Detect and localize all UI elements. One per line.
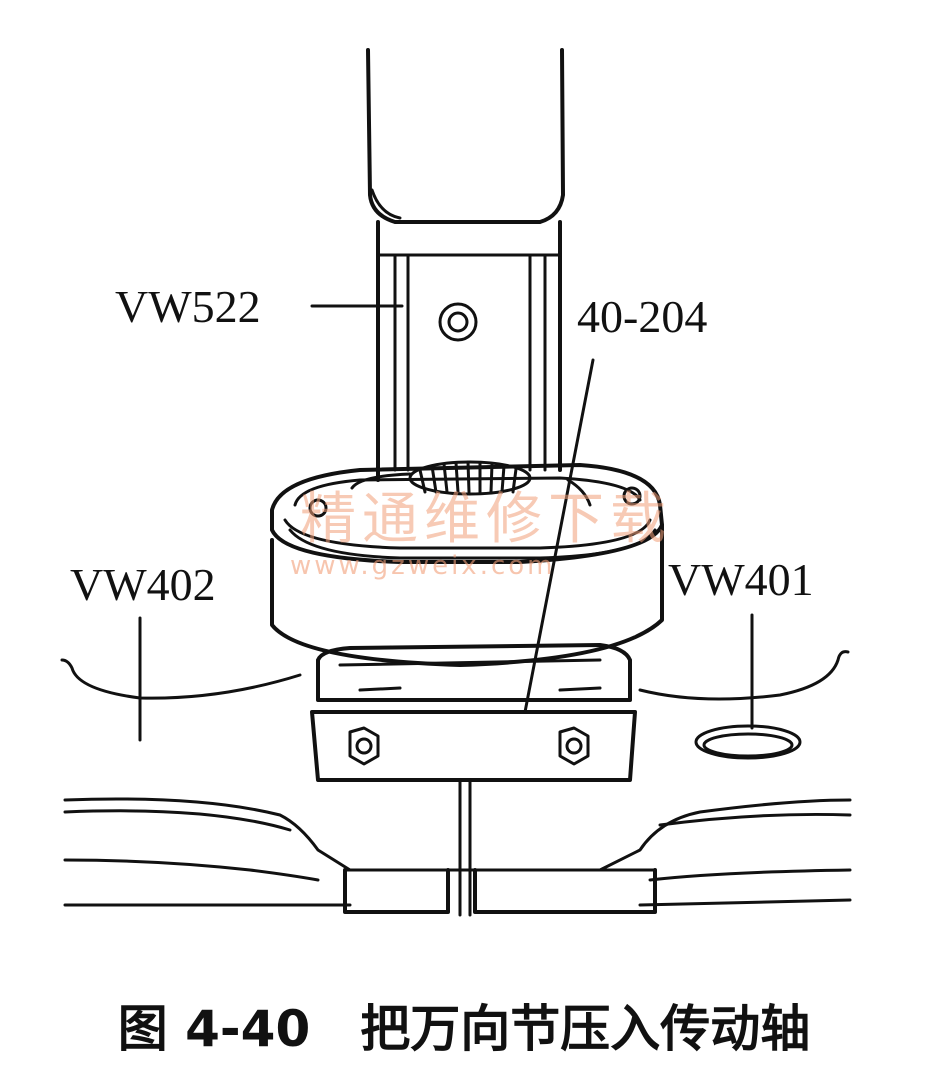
base-plate — [60, 650, 850, 760]
figure-caption: 图 4-40 把万向节压入传动轴 — [117, 1000, 811, 1058]
watermark-cn: 精通维修下载 — [300, 487, 672, 552]
label-vw402: VW402 — [70, 559, 216, 610]
nut-right — [558, 726, 590, 766]
press-ram — [366, 48, 565, 224]
vw522-tool — [376, 220, 562, 482]
watermark-url: www.gzweix.com — [290, 551, 556, 581]
nut-left — [348, 726, 380, 766]
label-vw401: VW401 — [668, 554, 814, 605]
leader-lines — [138, 304, 754, 742]
label-vw522: VW522 — [115, 281, 261, 332]
clamp-block — [310, 643, 637, 782]
holder-cylinder — [270, 523, 664, 667]
bottom-fixture — [63, 778, 852, 917]
label-40-204: 40-204 — [577, 291, 707, 342]
